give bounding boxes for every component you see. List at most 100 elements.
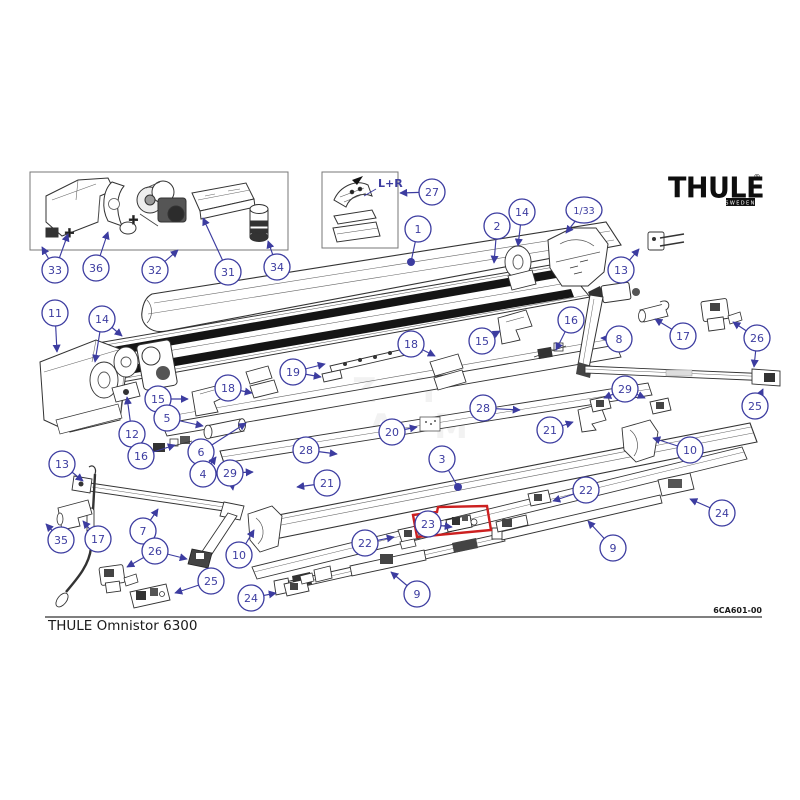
- callout-14: 14: [508, 198, 536, 247]
- callout-4: 4: [189, 456, 217, 488]
- part-end-cap-1-33: [547, 227, 609, 287]
- callout-28: 28: [292, 436, 338, 464]
- callout-23: 23: [414, 510, 453, 538]
- svg-text:24: 24: [715, 507, 729, 520]
- svg-text:2: 2: [494, 220, 501, 233]
- part-controlbox-31: [191, 182, 256, 220]
- svg-text:13: 13: [55, 458, 69, 471]
- part-fabric-roll-2: [91, 262, 591, 383]
- svg-text:6: 6: [198, 446, 205, 459]
- small-parts: [56, 227, 743, 609]
- footer-title: THULE Omnistor 6300: [47, 618, 198, 634]
- svg-text:24: 24: [244, 592, 258, 605]
- part-led-bracket-27: [332, 176, 381, 243]
- svg-text:12: 12: [125, 428, 139, 441]
- footer: THULE Omnistor 6300 6CA601-00: [45, 606, 762, 634]
- part-bolt-13-right: [647, 231, 685, 251]
- callout-35: 35: [45, 523, 75, 554]
- brand-logo: THULE ® SWEDEN: [668, 171, 765, 207]
- callout-18: 18: [397, 330, 436, 358]
- svg-text:21: 21: [543, 424, 557, 437]
- callout-22: 22: [351, 529, 395, 557]
- svg-text:1/33: 1/33: [573, 206, 594, 217]
- svg-text:7: 7: [140, 525, 147, 538]
- svg-text:11: 11: [48, 307, 62, 320]
- callout-20: 20: [378, 418, 418, 446]
- svg-text:29: 29: [223, 467, 237, 480]
- callout-22: 22: [552, 476, 600, 504]
- part-bracket-15-right: [497, 309, 533, 345]
- callout-15: 15: [468, 327, 501, 355]
- callout-9: 9: [587, 520, 627, 562]
- callout-21: 21: [536, 416, 574, 444]
- part-gear-housing: [136, 339, 178, 391]
- callout-9: 9: [390, 571, 431, 608]
- callout-17: 17: [654, 318, 697, 350]
- doc-number: 6CA601-00: [713, 606, 762, 615]
- svg-text:18: 18: [404, 338, 418, 351]
- part-mount-26-left: [98, 564, 139, 594]
- callout-16: 16: [127, 442, 176, 470]
- callout-3: 3: [428, 445, 462, 491]
- callout-1-33: 1/33: [565, 196, 603, 234]
- svg-text:17: 17: [91, 533, 105, 546]
- svg-text:16: 16: [564, 314, 578, 327]
- svg-text:22: 22: [358, 537, 372, 550]
- callout-12: 12: [118, 396, 146, 448]
- svg-text:26: 26: [750, 332, 764, 345]
- part-cover-10-left: [247, 505, 283, 553]
- svg-text:10: 10: [683, 444, 697, 457]
- callout-18: 18: [214, 374, 253, 402]
- svg-text:10: 10: [232, 549, 246, 562]
- svg-text:15: 15: [475, 335, 489, 348]
- svg-text:27: 27: [425, 186, 439, 199]
- part-clamp-24-left: [283, 572, 315, 597]
- plus-sign-1: +: [64, 226, 75, 241]
- part-fitting-right-of-23: [495, 514, 529, 533]
- spring-arm-left-7: [71, 475, 245, 569]
- callout-26: 26: [732, 321, 771, 368]
- svg-text:25: 25: [204, 575, 218, 588]
- svg-text:1: 1: [415, 223, 422, 236]
- part-connector-16-left: [149, 436, 193, 453]
- callout-2: 2: [483, 212, 511, 264]
- callout-26: 26: [126, 537, 188, 568]
- svg-text:5: 5: [164, 412, 171, 425]
- svg-text:9: 9: [414, 588, 421, 601]
- highlight-box-part-23: [411, 504, 493, 539]
- svg-text:17: 17: [676, 330, 690, 343]
- callout-17: 17: [82, 520, 112, 553]
- svg-text:4: 4: [200, 468, 207, 481]
- part-bracket-36: [103, 181, 137, 235]
- part-cylinder-34: [249, 204, 269, 242]
- svg-text:8: 8: [616, 333, 623, 346]
- callout-13: 13: [48, 450, 84, 482]
- callout-24: 24: [237, 584, 277, 612]
- callout-1: 1: [404, 215, 432, 266]
- callout-21: 21: [296, 469, 341, 497]
- svg-text:18: 18: [221, 382, 235, 395]
- callout-25: 25: [741, 388, 769, 420]
- part-case-lid-1: [141, 221, 622, 333]
- left-end-assembly: [39, 339, 178, 435]
- svg-text:21: 21: [320, 477, 334, 490]
- part-clamp-22-right: [527, 489, 552, 507]
- svg-text:9: 9: [610, 542, 617, 555]
- part-hinge-25-left: [129, 583, 171, 609]
- callout-11: 11: [41, 299, 69, 353]
- part-knuckle-17-right: [638, 300, 670, 323]
- callout-28: 28: [469, 394, 521, 422]
- svg-text:14: 14: [515, 206, 529, 219]
- callout-14: 14: [88, 305, 123, 363]
- callout-31: 31: [202, 217, 242, 286]
- svg-text:25: 25: [748, 400, 762, 413]
- registered-mark: ®: [753, 173, 761, 182]
- part-mount-26-right: [700, 298, 743, 332]
- callout-25: 25: [174, 567, 225, 595]
- callout-7: 7: [129, 508, 159, 545]
- svg-text:33: 33: [48, 264, 62, 277]
- svg-text:28: 28: [476, 402, 490, 415]
- svg-text:28: 28: [299, 444, 313, 457]
